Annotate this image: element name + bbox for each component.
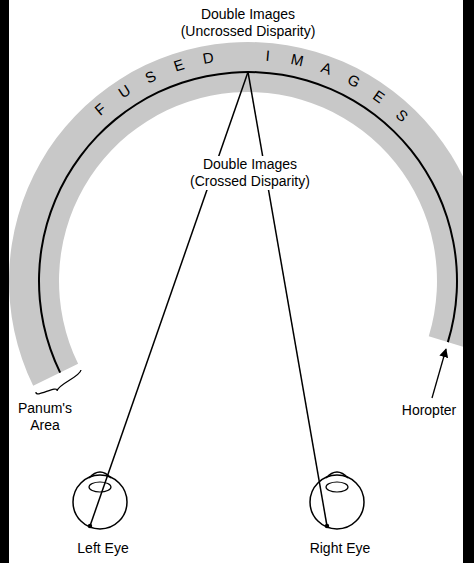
band-letter: I xyxy=(257,45,279,67)
eye-label: Right Eye xyxy=(292,540,388,557)
region-label: Double Images (Crossed Disparity) xyxy=(185,156,315,190)
retina-point xyxy=(88,524,92,528)
band-group xyxy=(9,42,463,386)
horopter-line xyxy=(38,71,458,373)
panums-area-fill xyxy=(9,42,463,386)
region-label: Double Images (Uncrossed Disparity) xyxy=(173,6,323,40)
frame-strip xyxy=(0,0,9,563)
eye-label: Left Eye xyxy=(55,540,151,557)
right-eye-symbol xyxy=(310,472,364,529)
frame-strip xyxy=(463,0,474,563)
line-of-sight xyxy=(248,72,327,526)
area-label: Panum's Area xyxy=(14,400,76,434)
band-letter xyxy=(227,45,248,66)
left-eye-symbol xyxy=(73,472,127,529)
band-letter: D xyxy=(196,47,219,70)
line-of-sight xyxy=(90,72,248,526)
retina-point xyxy=(325,524,329,528)
leader-arrow xyxy=(432,349,446,398)
callout-label: Horopter xyxy=(398,402,460,419)
